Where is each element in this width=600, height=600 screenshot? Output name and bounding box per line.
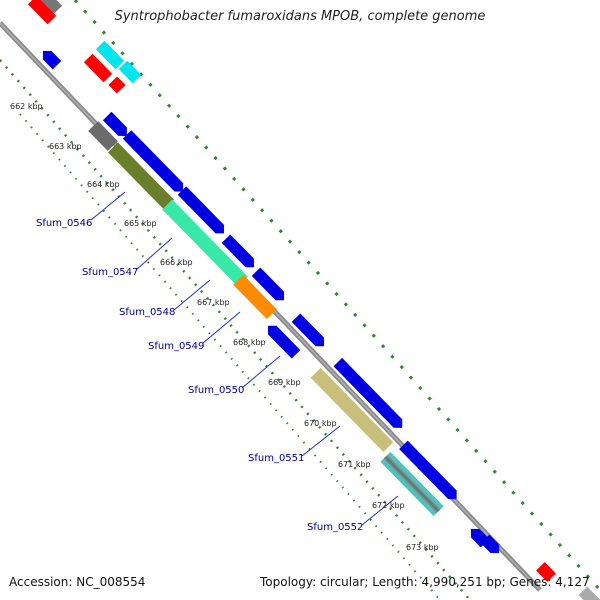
- gene-block-mint: [162, 199, 248, 287]
- gene-label-sfum-0551[interactable]: Sfum_0551: [248, 453, 304, 464]
- gene-label-sfum-0552[interactable]: Sfum_0552: [307, 522, 363, 533]
- genome-summary-text: Topology: circular; Length: 4,990,251 bp…: [260, 575, 590, 589]
- kbp-label: 672 kbp: [372, 501, 405, 510]
- forward-strand-features: [33, 0, 600, 600]
- rna-gene-3: [108, 76, 126, 94]
- kbp-label: 666 kbp: [160, 258, 193, 267]
- rna-gene-4: [536, 562, 556, 582]
- gene-block-khaki: [310, 367, 394, 453]
- kbp-label: 667 kbp: [197, 298, 230, 307]
- cyan-gene-1: [95, 40, 125, 70]
- gene-label-sfum-0549[interactable]: Sfum_0549: [148, 341, 204, 352]
- kbp-label: 664 kbp: [87, 180, 120, 189]
- cds-arrow-2: [122, 130, 184, 192]
- gene-block-orange: [233, 274, 277, 320]
- map-title: Syntrophobacter fumaroxidans MPOB, compl…: [114, 9, 486, 24]
- kbp-tick-labels: 662 kbp 663 kbp 664 kbp 665 kbp 666 kbp …: [10, 102, 439, 552]
- kbp-label: 670 kbp: [304, 419, 337, 428]
- cds-arrow-rev-3: [470, 528, 490, 548]
- cds-arrow-6: [291, 313, 325, 347]
- kbp-label: 669 kbp: [268, 378, 301, 387]
- reverse-strand-features: [27, 0, 556, 582]
- gene-block-teal-strip: [380, 451, 444, 517]
- kbp-label: 663 kbp: [49, 142, 82, 151]
- gene-label-sfum-0546[interactable]: Sfum_0546: [36, 218, 92, 229]
- outer-tick-track: [73, 0, 600, 591]
- rna-gene-1: [27, 0, 57, 25]
- cyan-gene-2: [118, 60, 142, 84]
- cds-arrow-5: [251, 267, 285, 301]
- cds-arrow-rev-1: [42, 50, 62, 70]
- cds-arrow-7: [333, 357, 403, 428]
- gene-label-sfum-0547[interactable]: Sfum_0547: [82, 267, 138, 278]
- kbp-label: 665 kbp: [124, 219, 157, 228]
- gene-name-labels: Sfum_0546 Sfum_0547 Sfum_0548 Sfum_0549 …: [36, 218, 363, 533]
- cds-arrow-4: [221, 234, 255, 268]
- cds-arrow-8: [399, 440, 457, 500]
- kbp-label: 671 kbp: [338, 460, 371, 469]
- kbp-label: 668 kbp: [233, 338, 266, 347]
- gray-gene-top: [33, 0, 63, 15]
- cds-arrow-rev-2: [267, 325, 301, 359]
- gene-block-gray: [88, 121, 118, 151]
- kbp-label: 673 kbp: [406, 543, 439, 552]
- highlighted-genes: [88, 121, 444, 517]
- gene-label-sfum-0550[interactable]: Sfum_0550: [188, 385, 244, 396]
- gene-leader-lines: [90, 191, 399, 526]
- gene-block-olive: [108, 142, 174, 210]
- accession-text: Accession: NC_008554: [9, 575, 146, 589]
- gene-label-sfum-0548[interactable]: Sfum_0548: [119, 307, 175, 318]
- inner-dot-track: [0, 59, 471, 600]
- gray-gene-bottom: [578, 586, 600, 600]
- rna-gene-2: [83, 53, 113, 83]
- cds-arrow-3: [177, 186, 225, 234]
- cds-arrow-1: [102, 111, 127, 137]
- kbp-label: 662 kbp: [10, 102, 43, 111]
